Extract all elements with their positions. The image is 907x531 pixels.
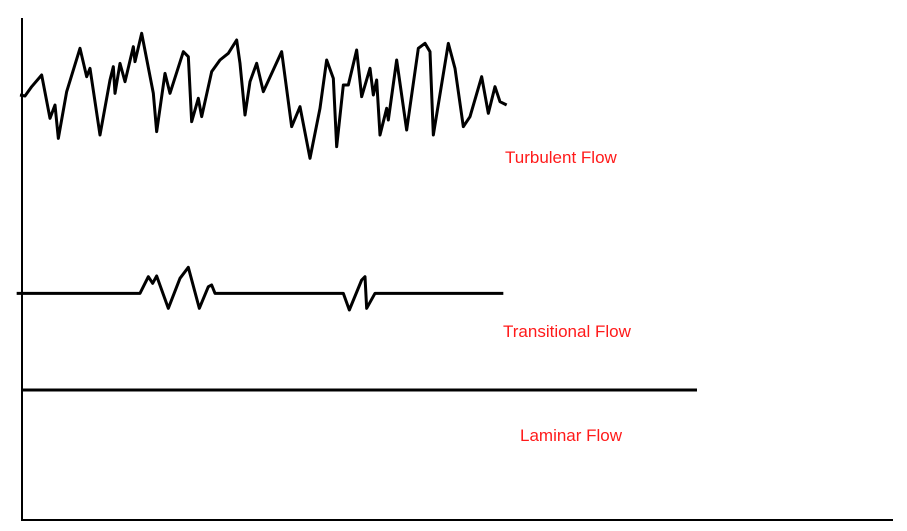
- laminar-flow-label: Laminar Flow: [520, 426, 623, 445]
- transitional-trace: [16, 265, 504, 312]
- transitional-flow-label: Transitional Flow: [503, 322, 631, 341]
- turbulent-flow-label: Turbulent Flow: [505, 148, 617, 167]
- turbulent-trace: [19, 31, 508, 160]
